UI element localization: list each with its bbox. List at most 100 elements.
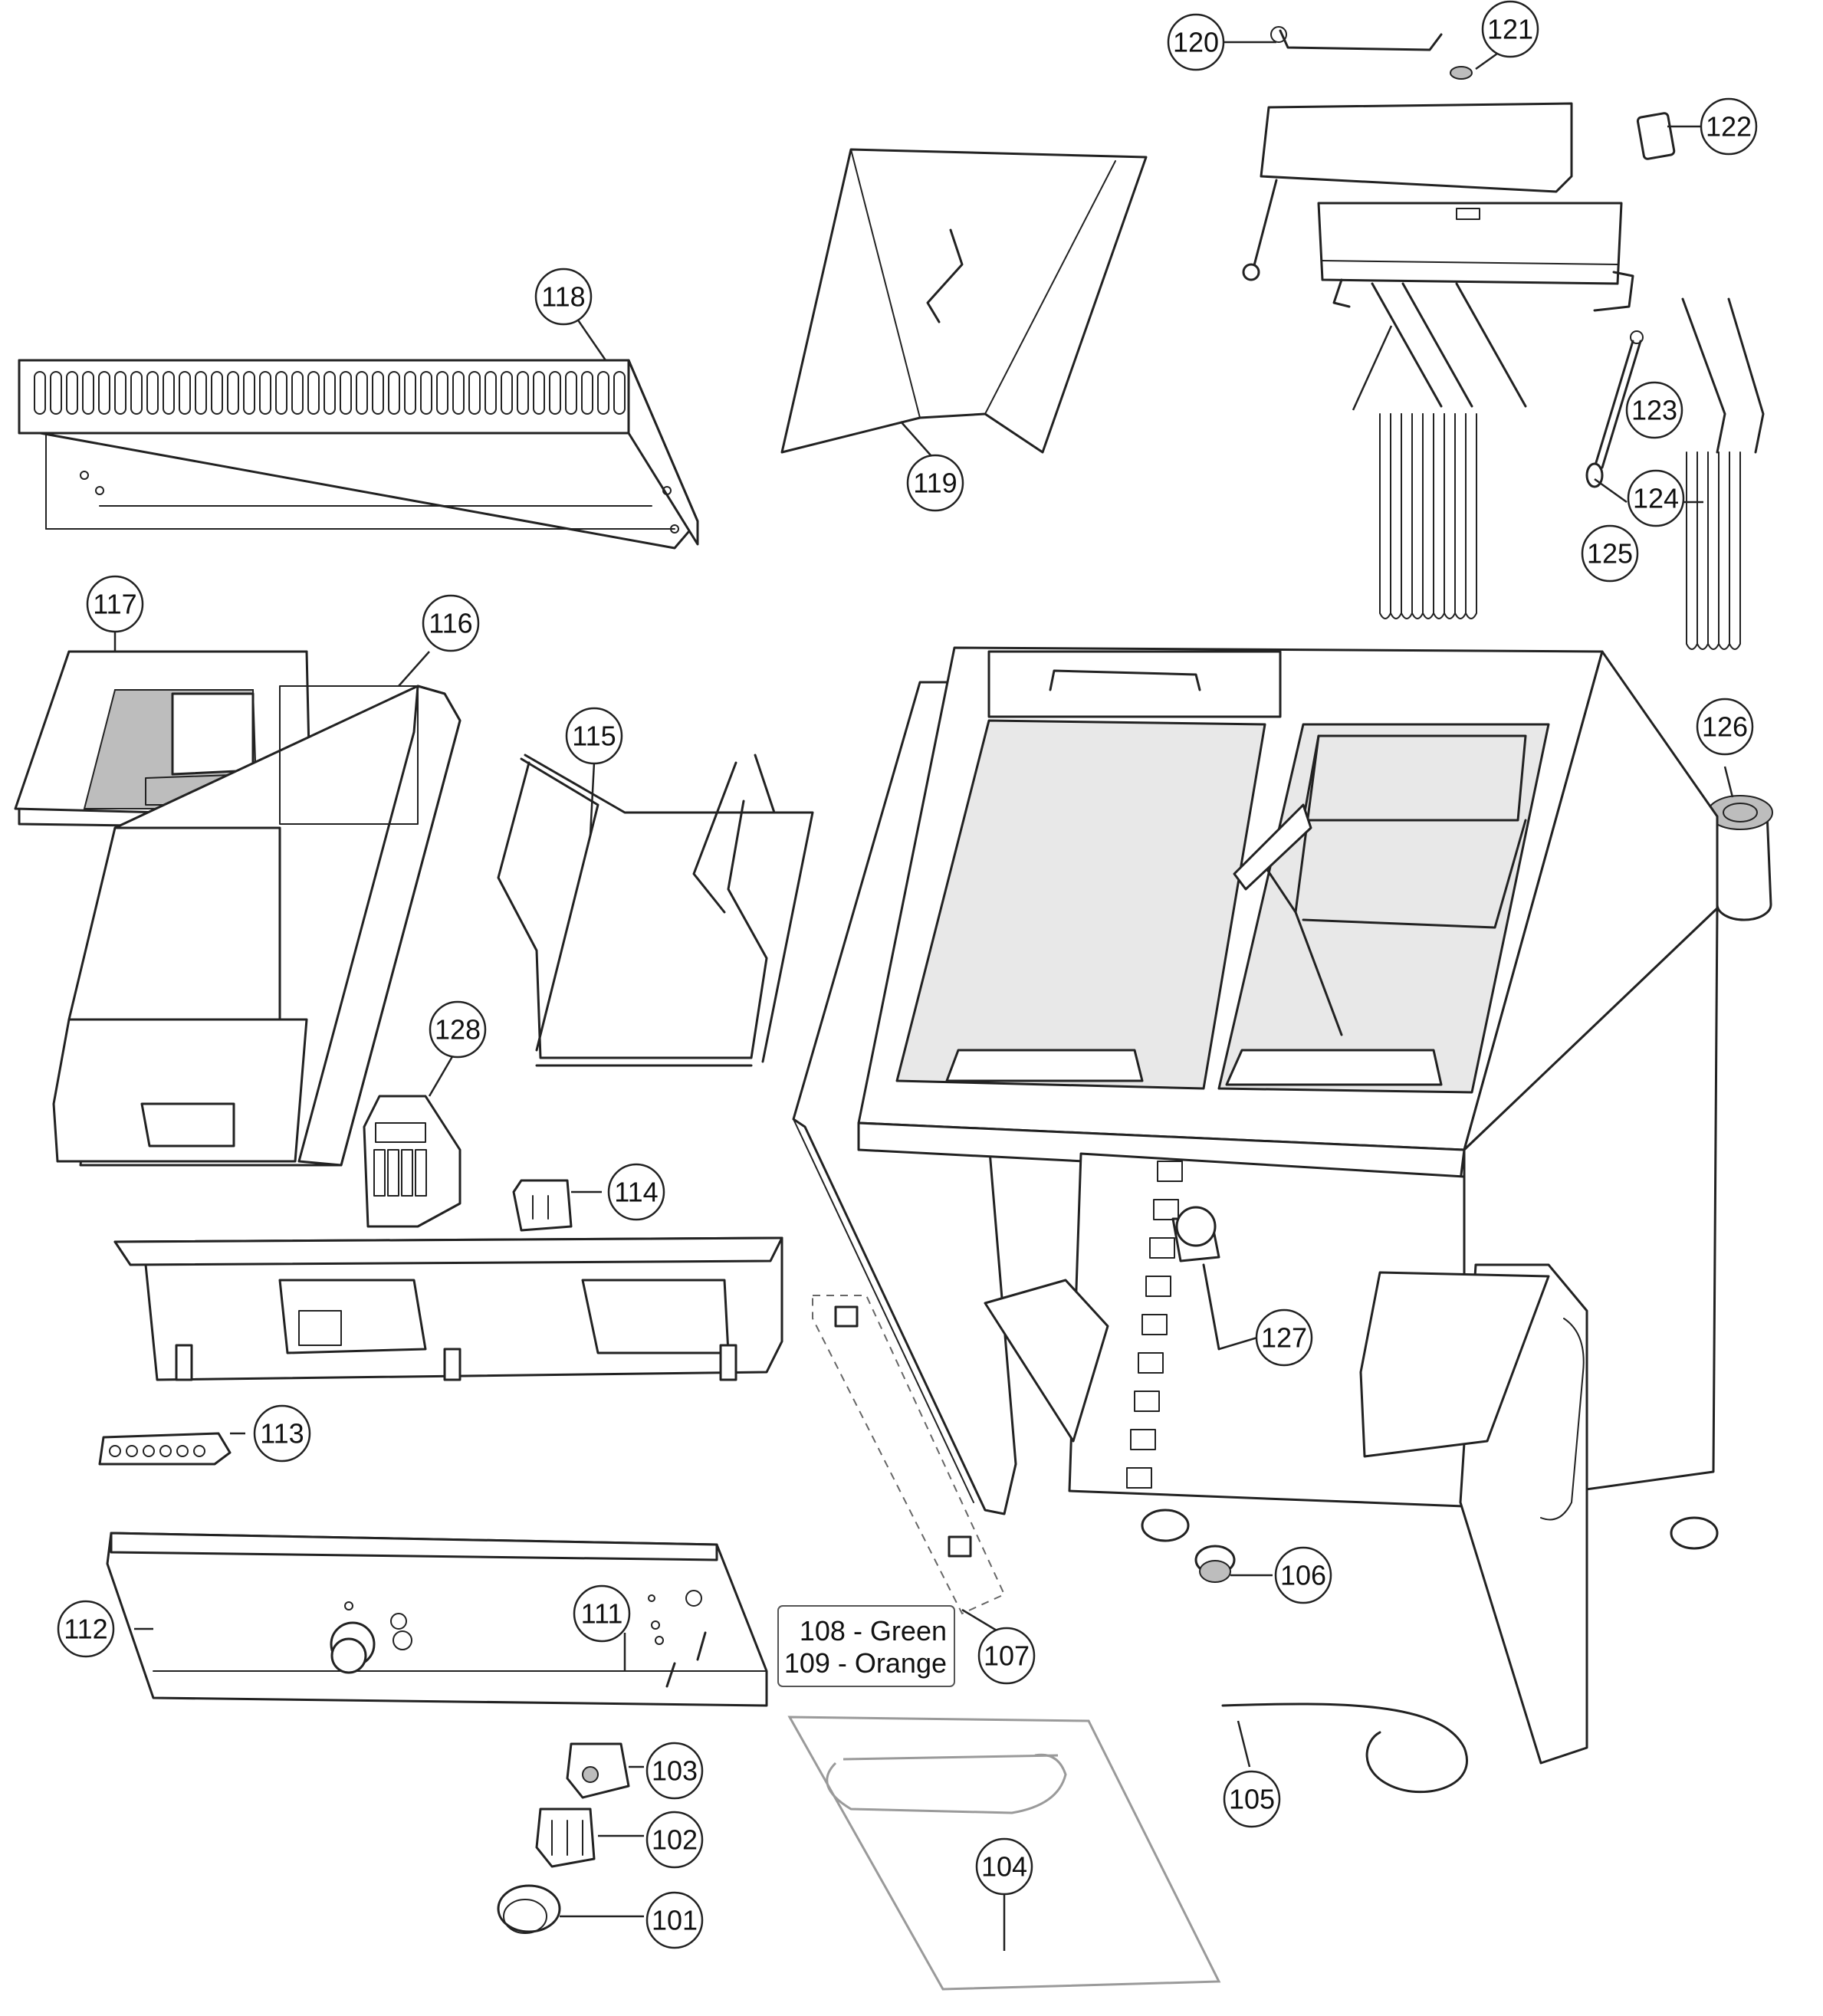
grille-slot	[420, 371, 432, 415]
grille-slot	[356, 371, 368, 415]
legend-line-109: 109 - Orange	[784, 1647, 947, 1679]
element-feed-line	[1455, 282, 1527, 408]
contactor-pole	[373, 1149, 386, 1197]
heating-element-loop	[1379, 413, 1391, 619]
svg-text:107: 107	[984, 1640, 1030, 1672]
svg-text:123: 123	[1631, 395, 1677, 426]
svg-text:127: 127	[1261, 1322, 1307, 1354]
part-contactor	[363, 1095, 461, 1228]
legend-line-108: 108 - Green	[800, 1615, 947, 1647]
part-cylinder	[1707, 795, 1773, 921]
callout-107: 107	[977, 1627, 1036, 1685]
callout-102: 102	[645, 1811, 704, 1869]
callout-103: 103	[645, 1742, 704, 1800]
callout-106: 106	[1274, 1546, 1332, 1604]
panel-cutout	[1153, 1199, 1179, 1220]
heating-element-loop	[1401, 413, 1413, 619]
grille-slot	[211, 371, 223, 415]
svg-text:117: 117	[93, 589, 136, 620]
callout-105: 105	[1223, 1770, 1281, 1828]
grille-slot	[340, 371, 352, 415]
svg-text:122: 122	[1706, 111, 1752, 143]
heating-element-loop	[1718, 451, 1730, 650]
svg-text:119: 119	[913, 468, 957, 499]
callout-118: 118	[534, 268, 593, 326]
terminal-screw	[109, 1445, 121, 1457]
grille-slot	[565, 371, 577, 415]
callout-127: 127	[1255, 1308, 1313, 1367]
grille-slot	[307, 371, 320, 415]
grille-slot	[82, 371, 94, 415]
element-feed-line	[1727, 297, 1765, 454]
svg-text:111: 111	[581, 1598, 623, 1630]
grille-slot	[227, 371, 239, 415]
part-bracket-outline	[812, 1295, 1006, 1615]
svg-text:126: 126	[1702, 711, 1748, 743]
grille-slot	[581, 371, 593, 415]
heating-element-loop	[1422, 413, 1434, 619]
svg-text:120: 120	[1173, 27, 1219, 58]
part-handle-rod	[1270, 26, 1473, 80]
terminal-screw	[126, 1445, 138, 1457]
part-relay-block	[512, 1179, 573, 1232]
grille-slot	[533, 371, 545, 415]
panel-cutout	[1145, 1276, 1171, 1297]
grille-slot	[468, 371, 481, 415]
panel-cutout	[1134, 1391, 1160, 1412]
grille-slot	[291, 371, 304, 415]
grille-slot	[243, 371, 255, 415]
grille-slot	[114, 371, 126, 415]
svg-text:118: 118	[541, 281, 585, 313]
svg-text:128: 128	[435, 1014, 481, 1046]
svg-text:113: 113	[260, 1418, 304, 1450]
callout-120: 120	[1167, 13, 1225, 71]
part-terminal-strip	[98, 1432, 232, 1466]
grille-slot	[372, 371, 384, 415]
callout-126: 126	[1696, 698, 1754, 756]
grille-slot	[98, 371, 110, 415]
panel-cutout	[1141, 1314, 1168, 1335]
callout-114: 114	[607, 1163, 665, 1221]
panel-cutout	[1157, 1161, 1183, 1182]
contactor-pole	[415, 1149, 427, 1197]
svg-text:102: 102	[652, 1824, 698, 1856]
grille-slot	[130, 371, 143, 415]
element-feed-line	[1401, 282, 1473, 408]
callout-124: 124	[1627, 469, 1685, 527]
callout-122: 122	[1700, 97, 1758, 156]
legend-box: 108 - Green 109 - Orange	[777, 1605, 955, 1687]
grille-slot	[501, 371, 513, 415]
grille-slot	[50, 371, 62, 415]
grille-slot	[549, 371, 561, 415]
grille-slot	[388, 371, 400, 415]
grille-slot	[324, 371, 336, 415]
part-heating-elements-left	[1371, 282, 1527, 619]
heating-element-loop	[1444, 413, 1456, 619]
svg-text:125: 125	[1587, 538, 1633, 570]
part-heating-elements-right	[1681, 297, 1765, 650]
element-feed-line	[1371, 282, 1443, 408]
grille-slot	[66, 371, 78, 415]
callout-123: 123	[1625, 381, 1683, 439]
part-thermostat-switch	[566, 1742, 630, 1799]
svg-text:114: 114	[614, 1177, 658, 1208]
grille-slot	[613, 371, 626, 415]
part-knob	[497, 1884, 561, 1934]
svg-text:116: 116	[429, 608, 472, 639]
svg-text:101: 101	[652, 1905, 698, 1936]
svg-text:105: 105	[1229, 1784, 1275, 1815]
callout-111: 111	[573, 1584, 631, 1643]
svg-text:103: 103	[652, 1755, 698, 1787]
part-lid	[780, 148, 1148, 454]
heating-element-loop	[1465, 413, 1477, 619]
svg-text:121: 121	[1487, 14, 1533, 45]
part-mounting-rail	[113, 1236, 783, 1381]
part-selector-switch	[535, 1808, 596, 1868]
callouts: 120 121 122 119 118 123 124 125 117 116 …	[57, 0, 1758, 1951]
svg-text:106: 106	[1280, 1560, 1326, 1591]
svg-text:124: 124	[1633, 483, 1679, 514]
contactor-pole	[401, 1149, 413, 1197]
panel-cutout	[1138, 1352, 1164, 1374]
heating-element-loop	[1433, 413, 1445, 619]
